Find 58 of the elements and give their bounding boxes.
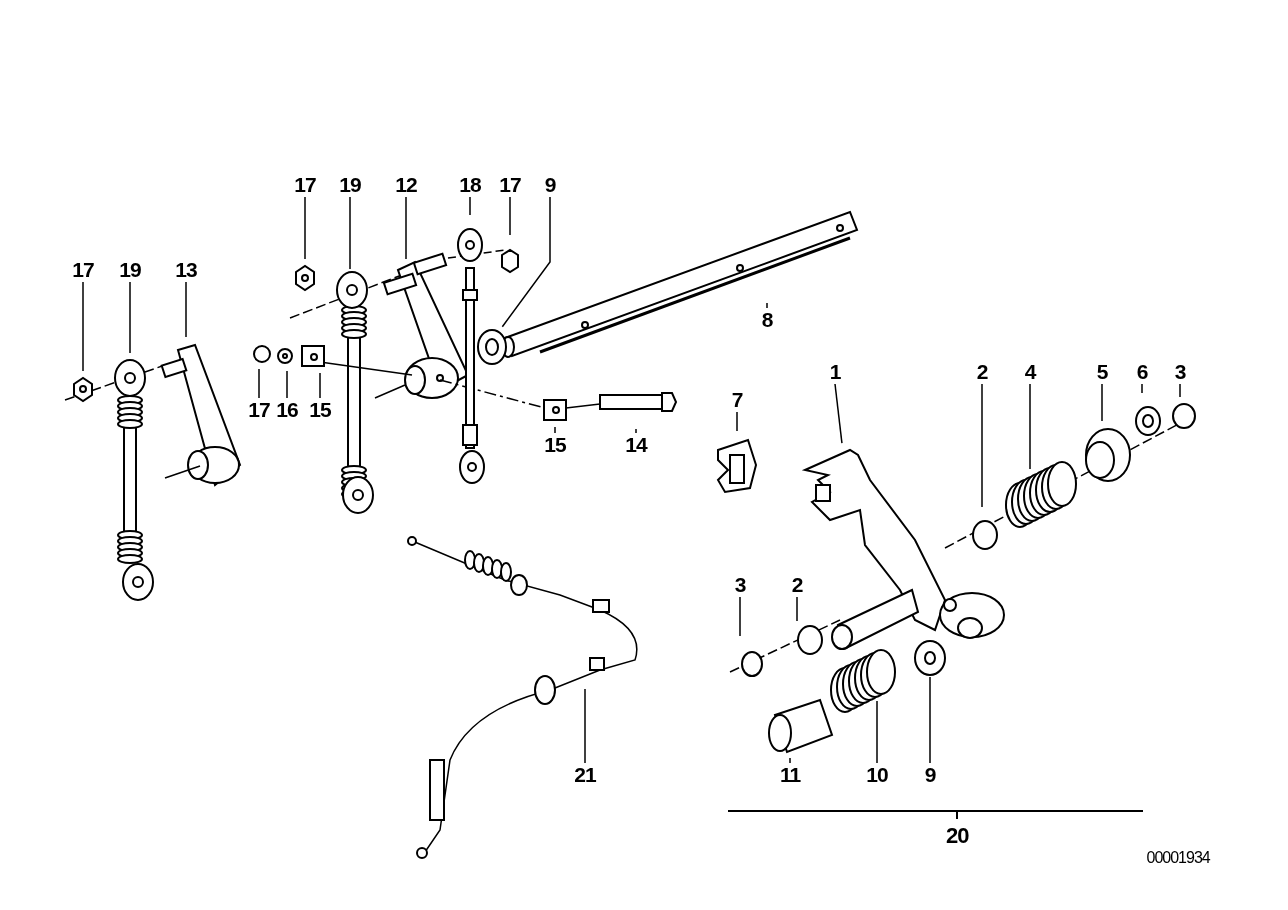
callout-number: 19: [118, 258, 142, 282]
leader-line: [739, 596, 741, 637]
leader-line: [584, 688, 586, 764]
leader-line: [834, 383, 843, 444]
callout-number: 21: [573, 763, 597, 787]
callout-number: 8: [760, 308, 774, 332]
leader-line: [304, 196, 306, 260]
callout-number: 3: [733, 573, 747, 597]
leader-line: [1141, 383, 1143, 394]
callout-number: 19: [338, 173, 362, 197]
leader-line: [981, 383, 983, 508]
callout-number: 2: [790, 573, 804, 597]
leader-line: [1179, 383, 1181, 398]
leader-line: [286, 370, 288, 399]
leader-line: [509, 196, 511, 236]
callout-number: 16: [275, 398, 299, 422]
leader-line: [349, 196, 351, 270]
leader-line: [469, 196, 471, 216]
callout-number: 12: [394, 173, 418, 197]
leader-line: [129, 281, 131, 354]
callout-number: 6: [1135, 360, 1149, 384]
callout-number: 18: [458, 173, 482, 197]
callout-number: 14: [624, 433, 648, 457]
leader-line: [789, 757, 791, 764]
callout-number: 17: [247, 398, 271, 422]
callout-number: 13: [174, 258, 198, 282]
leader-line: [796, 596, 798, 622]
callout-number: 3: [1173, 360, 1187, 384]
callout-number: 10: [865, 763, 889, 787]
drawing-number: 00001934: [1146, 848, 1210, 868]
callout-number: 11: [778, 763, 802, 787]
callout-number: 1: [828, 360, 842, 384]
callout-number: 20: [946, 824, 969, 848]
leader-line: [876, 700, 878, 764]
callout-number: 2: [975, 360, 989, 384]
leader-line: [501, 196, 551, 328]
callout-number: 5: [1095, 360, 1109, 384]
leader-line: [319, 372, 321, 399]
callout-number: 15: [308, 398, 332, 422]
callout-number: 17: [293, 173, 317, 197]
callout-number: 9: [543, 173, 557, 197]
leader-line: [82, 281, 84, 372]
leader-line: [554, 426, 556, 434]
leader-line: [185, 281, 187, 338]
leader-line: [1029, 383, 1031, 470]
callout-number: 7: [730, 388, 744, 412]
callout-number: 15: [543, 433, 567, 457]
leader-line: [736, 411, 738, 432]
leader-line: [929, 676, 931, 764]
leader-line: [635, 428, 637, 434]
leader-line: [766, 302, 768, 309]
callout-number: 17: [71, 258, 95, 282]
leader-line: [1101, 383, 1103, 422]
callout-number: 4: [1023, 360, 1037, 384]
callout-number: 17: [498, 173, 522, 197]
callout-number: 9: [923, 763, 937, 787]
leader-line: [405, 196, 407, 260]
leader-line: [258, 368, 260, 399]
